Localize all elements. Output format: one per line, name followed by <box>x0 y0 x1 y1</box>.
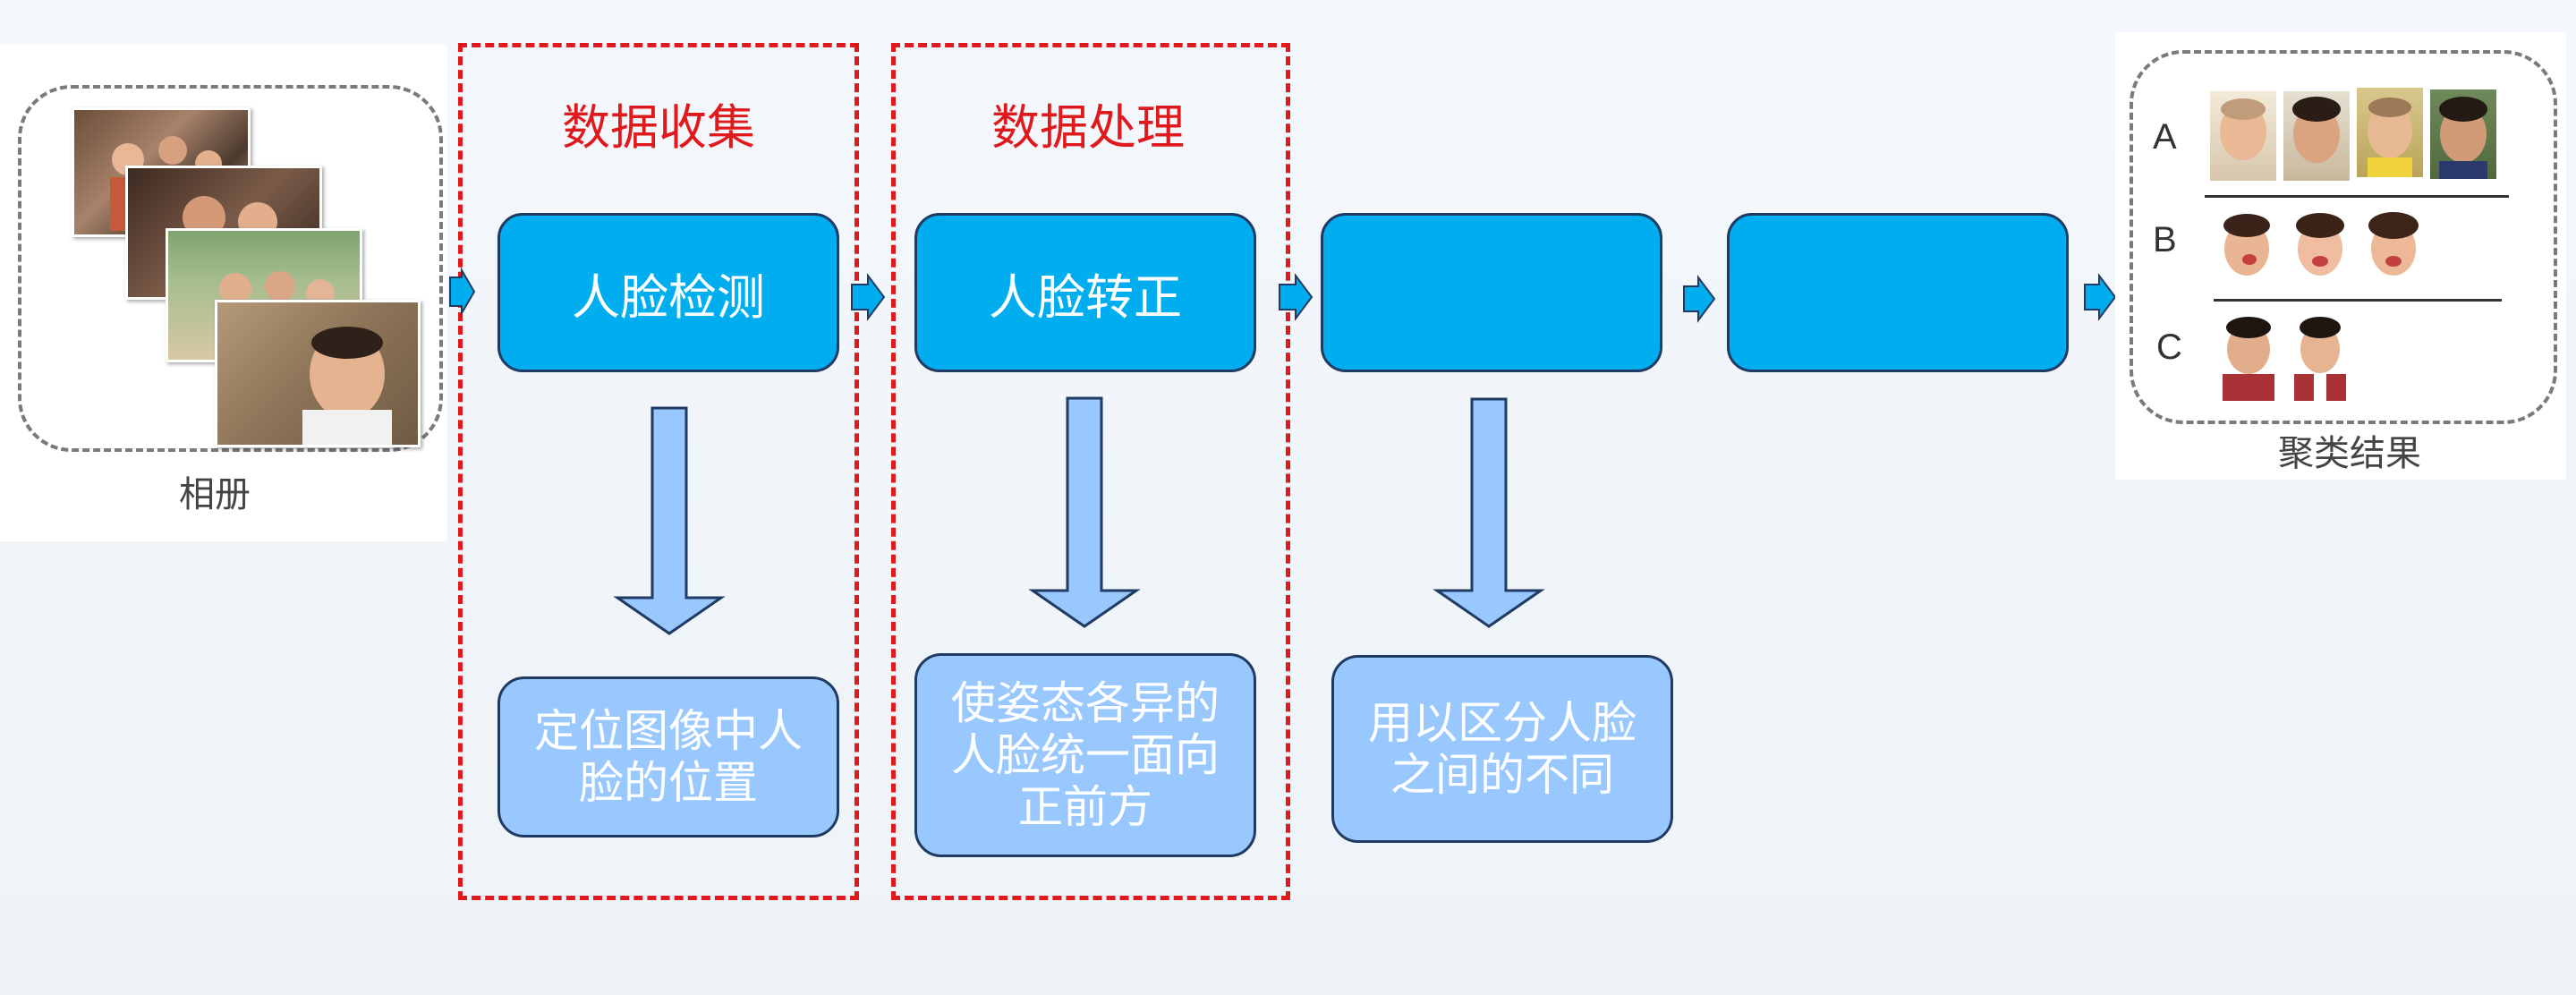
arrow-right-3 <box>1279 273 1314 321</box>
desc-step-3: 用以区分人脸之间的不同 <box>1331 655 1673 843</box>
desc-face-alignment: 使姿态各异的人脸统一面向正前方 <box>914 653 1256 857</box>
face-c-1 <box>2215 311 2282 401</box>
result-row-divider-2 <box>2214 299 2502 302</box>
face-b-1 <box>2214 202 2280 292</box>
group-frame-processing <box>891 43 1290 900</box>
group-frame-collection <box>458 43 859 900</box>
face-a-4 <box>2430 89 2496 179</box>
arrow-down-1 <box>613 406 726 635</box>
step-face-alignment: 人脸转正 <box>914 213 1256 372</box>
arrow-down-3 <box>1433 397 1545 628</box>
result-row-divider-1 <box>2205 195 2509 198</box>
face-b-3 <box>2360 200 2427 290</box>
step-3 <box>1321 213 1662 372</box>
arrow-right-2 <box>851 273 886 321</box>
album-photo-4-art <box>302 327 392 445</box>
album-panel: 相册 <box>0 45 447 541</box>
step-face-detection: 人脸检测 <box>497 213 839 372</box>
step-4 <box>1727 213 2069 372</box>
face-b-2 <box>2287 202 2353 292</box>
arrow-down-2 <box>1028 396 1141 628</box>
face-a-1 <box>2210 91 2276 181</box>
result-row-letter-c: C <box>2156 327 2182 367</box>
group-title-collection: 数据收集 <box>562 99 755 156</box>
album-caption: 相册 <box>179 474 251 515</box>
result-row-letter-b: B <box>2153 220 2177 259</box>
arrow-right-1 <box>449 267 476 317</box>
desc-face-detection: 定位图像中人脸的位置 <box>497 676 839 838</box>
album-photo-4 <box>215 300 421 447</box>
result-caption: 聚类结果 <box>2278 433 2421 474</box>
result-dashed-frame <box>2130 50 2557 424</box>
group-title-processing: 数据处理 <box>991 99 1185 156</box>
result-row-letter-a: A <box>2153 117 2177 157</box>
face-a-3 <box>2357 88 2423 177</box>
face-a-2 <box>2283 91 2350 181</box>
arrow-right-4 <box>1683 275 1716 323</box>
result-panel: A B C 聚类结果 <box>2115 32 2566 480</box>
album-dashed-frame <box>18 85 443 452</box>
arrow-right-5 <box>2084 273 2117 321</box>
face-c-2 <box>2287 311 2353 401</box>
